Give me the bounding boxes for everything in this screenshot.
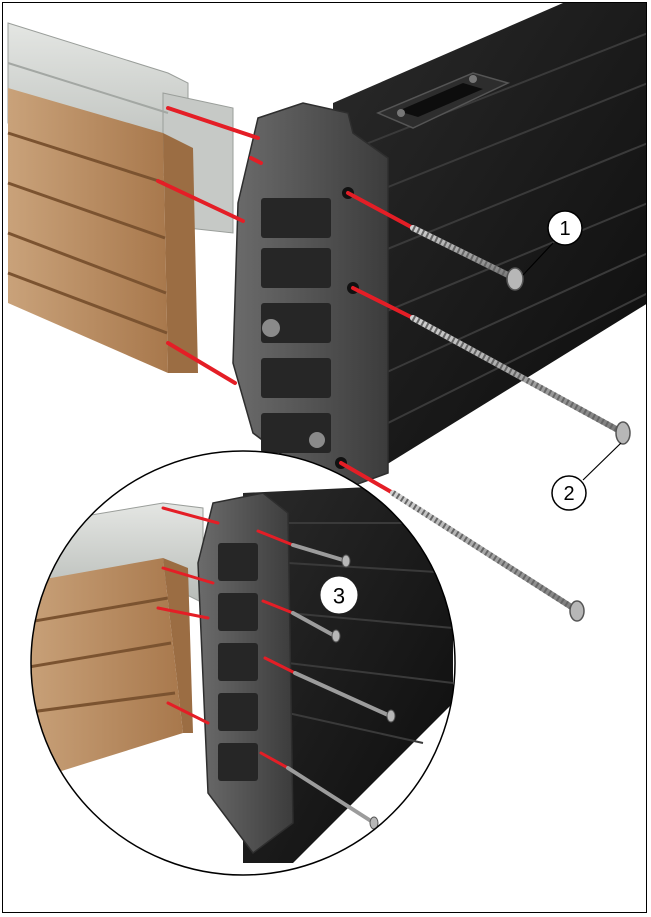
screw-2 xyxy=(410,315,631,445)
callout-2: 2 xyxy=(551,442,622,511)
callout-3-label: 3 xyxy=(333,584,345,609)
screw-3 xyxy=(390,490,585,622)
wood-board xyxy=(7,88,198,373)
detail-circle-outline xyxy=(30,450,456,876)
main-view: 1 2 xyxy=(7,3,646,622)
callout-2-label: 2 xyxy=(563,483,574,505)
detail-view: 3 xyxy=(30,450,456,876)
screws xyxy=(390,225,631,622)
screw-1 xyxy=(410,225,524,291)
assembly-diagram: 1 2 xyxy=(7,3,646,876)
grey-connector xyxy=(232,102,389,494)
callout-3: 3 xyxy=(320,576,358,614)
callout-1: 1 xyxy=(522,210,583,276)
profile-grooves xyxy=(342,32,646,434)
guide-lines xyxy=(156,106,415,495)
callout-1-label: 1 xyxy=(559,218,570,240)
top-slot-plate xyxy=(376,72,511,129)
